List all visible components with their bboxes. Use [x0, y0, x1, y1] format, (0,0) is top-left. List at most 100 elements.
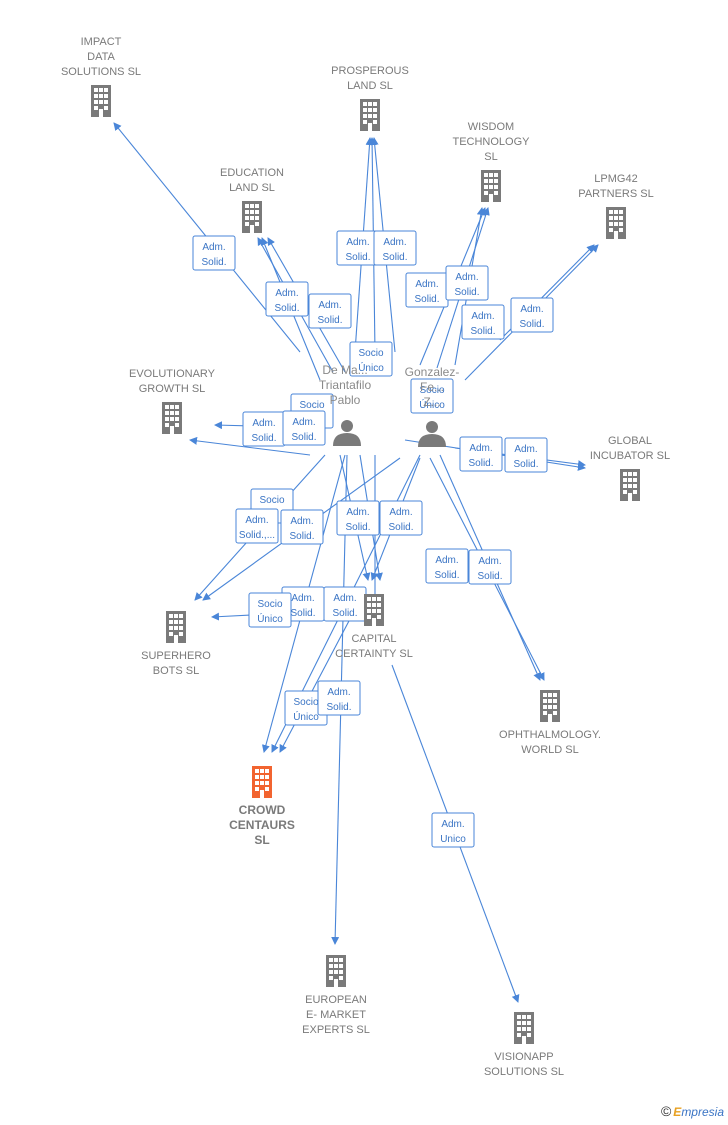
- relation-label-text: Adm.: [327, 687, 350, 698]
- relation-label-text: Adm.: [290, 516, 313, 527]
- relation-label-r7[interactable]: Adm.Solid.: [510, 297, 554, 333]
- relation-label-text: Único: [293, 710, 319, 723]
- company-label: LAND SL: [229, 182, 275, 194]
- person-label: Fe...: [420, 380, 444, 394]
- relation-label-text: Solid.: [454, 287, 479, 298]
- relation-label-text: Solid.,...: [239, 530, 275, 541]
- relation-labels-layer: Adm. Solid. Adm. Solid. Adm. Solid. Adm. Solid.…: [192, 230, 554, 848]
- building-icon: [162, 402, 182, 434]
- relation-label-r9[interactable]: Adm. Solid.: [308, 293, 352, 329]
- building-icon: [252, 766, 272, 798]
- relation-label-r1[interactable]: Adm.Solid.: [192, 235, 236, 271]
- company-label: TECHNOLOGY: [452, 136, 530, 148]
- building-icon: [481, 170, 501, 202]
- person-node-p2[interactable]: Gonzalez-Fe...Z...: [405, 365, 460, 447]
- relation-label-r19[interactable]: Adm. Solid.: [280, 509, 324, 545]
- relation-label-r16[interactable]: Adm.Solid.: [504, 437, 548, 473]
- relation-label-r6[interactable]: Adm.Solid.: [461, 304, 505, 340]
- relation-label-text: Solid.: [414, 294, 439, 305]
- relation-label-text: Adm.: [435, 555, 458, 566]
- relation-label-text: Solid.: [317, 315, 342, 326]
- brand-logo-text: mpresia: [681, 1105, 724, 1119]
- relation-label-text: Adm.: [346, 237, 369, 248]
- person-label: Pablo: [330, 393, 361, 407]
- relation-label-text: Solid.: [388, 522, 413, 533]
- relation-label-text: Socio: [259, 495, 284, 506]
- relation-label-text: Socio: [299, 400, 324, 411]
- relation-label-text: Adm.: [245, 515, 268, 526]
- relation-label-text: Adm.: [441, 819, 464, 830]
- relation-label-r22[interactable]: Adm. Solid.: [425, 548, 469, 584]
- relation-label-text: Solid.: [477, 571, 502, 582]
- relation-label-r3[interactable]: Adm.Solid.: [373, 230, 417, 266]
- edge-27: [279, 599, 361, 753]
- relation-label-text: Adm.: [469, 443, 492, 454]
- relation-label-text: Solid.: [434, 570, 459, 581]
- empresia-footer[interactable]: ©Empresia: [661, 1103, 724, 1119]
- building-icon: [360, 99, 380, 131]
- company-label: INCUBATOR SL: [590, 450, 670, 462]
- relation-label-text: Adm.: [202, 242, 225, 253]
- company-label: WORLD SL: [521, 744, 578, 756]
- relation-label-text: Socio: [419, 385, 444, 396]
- relation-label-r4[interactable]: Adm. Solid.: [405, 272, 449, 308]
- relation-label-r18[interactable]: Adm. Solid.,...: [235, 508, 279, 544]
- relation-label-text: Adm.: [520, 304, 543, 315]
- relation-label-text: Socio: [257, 599, 282, 610]
- edge-16: [189, 436, 311, 456]
- company-label: SL: [484, 151, 497, 163]
- relation-label-r8[interactable]: Adm. Solid.: [265, 281, 309, 317]
- company-label: E- MARKET: [306, 1009, 366, 1021]
- company-label: CERTAINTY SL: [335, 648, 413, 660]
- relation-label-text: Solid.: [290, 608, 315, 619]
- building-icon: [326, 955, 346, 987]
- relation-label-text: Solid.: [274, 303, 299, 314]
- relation-label-r20[interactable]: Adm.Solid.: [336, 500, 380, 536]
- building-icon: [242, 201, 262, 233]
- relation-label-r5[interactable]: Adm. Solid.: [445, 265, 489, 301]
- relation-label-text: Solid.: [289, 531, 314, 542]
- company-label: CROWD: [239, 803, 286, 817]
- relation-label-text: Adm.: [415, 279, 438, 290]
- relation-label-r2[interactable]: Adm.Solid.: [336, 230, 380, 266]
- company-label: EXPERTS SL: [302, 1024, 370, 1036]
- relation-label-text: Adm.: [514, 444, 537, 455]
- relation-label-text: Adm.: [478, 556, 501, 567]
- company-label: BOTS SL: [153, 665, 199, 677]
- relation-label-text: Adm.: [455, 272, 478, 283]
- relation-label-text: Único: [358, 361, 384, 374]
- company-label: VISIONAPP: [494, 1051, 553, 1063]
- relation-label-text: Adm.: [318, 300, 341, 311]
- person-label: Triantafilo: [319, 378, 372, 392]
- relation-label-r29[interactable]: Adm.Unico: [431, 812, 475, 848]
- relation-label-text: Adm.: [275, 288, 298, 299]
- company-node-ophthalmology[interactable]: OPHTHALMOLOGY.WORLD SL: [499, 690, 601, 756]
- relation-label-r23[interactable]: Adm. Solid.: [468, 549, 512, 585]
- relation-label-r28[interactable]: Adm.Solid.: [317, 680, 361, 716]
- relation-label-r12[interactable]: Adm.Solid.: [242, 411, 286, 447]
- relation-label-r26[interactable]: Adm.Solid.: [323, 586, 367, 622]
- relation-label-r15[interactable]: Adm. Solid.: [459, 436, 503, 472]
- relation-label-r14[interactable]: Adm.Solid.: [282, 410, 326, 446]
- building-icon: [166, 611, 186, 643]
- relation-label-text: Solid.: [382, 252, 407, 263]
- relation-label-text: Adm.: [291, 593, 314, 604]
- relation-label-text: Solid.: [468, 458, 493, 469]
- relation-label-r21[interactable]: Adm.Solid.: [379, 500, 423, 536]
